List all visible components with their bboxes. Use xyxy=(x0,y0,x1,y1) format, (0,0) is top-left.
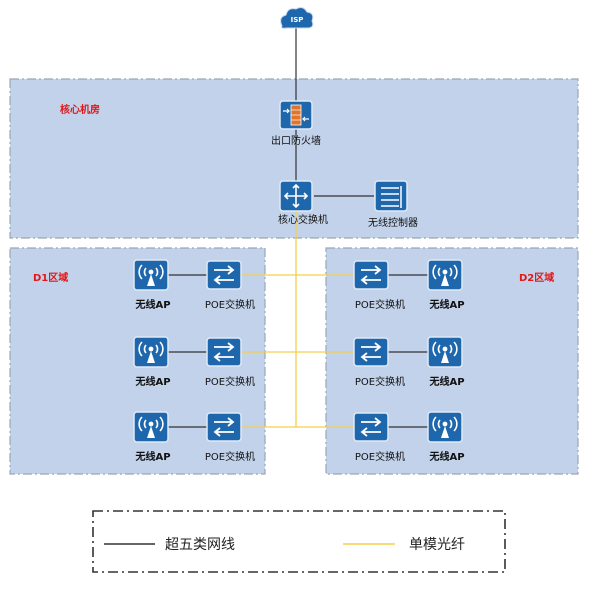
d2-wireless-ap: 无线AP xyxy=(427,336,465,388)
legend: 超五类网线 单模光纤 xyxy=(92,510,506,573)
wireless-ap-icon xyxy=(427,336,463,368)
poe-switch-icon xyxy=(206,337,242,367)
poe-switch-label: POE交换机 xyxy=(355,450,405,463)
firewall-device: 出口防火墙 xyxy=(271,100,321,147)
ap-switch-links xyxy=(168,274,428,428)
d1-wireless-ap: 无线AP xyxy=(133,411,171,463)
wireless-ap-icon xyxy=(133,336,169,368)
wireless-ap-label: 无线AP xyxy=(134,298,170,311)
wireless-controller-icon xyxy=(374,180,408,212)
fiber-branches xyxy=(241,274,355,428)
d2-zone-label: D2区域 xyxy=(519,271,554,284)
isp-cloud: ISP xyxy=(280,7,314,29)
poe-switch-label: POE交换机 xyxy=(205,450,255,463)
poe-switch-icon xyxy=(206,412,242,442)
d2-poe-switch: POE交换机 xyxy=(353,337,405,388)
wireless-ap-label: 无线AP xyxy=(134,450,170,463)
wireless-ap-icon xyxy=(427,411,463,443)
d1-poe-switch: POE交换机 xyxy=(205,337,255,388)
wireless-ap-icon xyxy=(427,259,463,291)
core-zone-label: 核心机房 xyxy=(60,103,100,116)
legend-copper-label: 超五类网线 xyxy=(165,537,235,553)
d1-wireless-ap: 无线AP xyxy=(133,259,171,311)
firewall-label: 出口防火墙 xyxy=(271,134,321,147)
firewall-icon xyxy=(279,100,313,130)
legend-fiber-label: 单模光纤 xyxy=(409,537,465,553)
d1-zone-label: D1区域 xyxy=(33,271,68,284)
poe-switch-label: POE交换机 xyxy=(355,298,405,311)
wireless-ap-label: 无线AP xyxy=(428,298,464,311)
cloud-icon xyxy=(280,7,314,29)
d1-poe-switch: POE交换机 xyxy=(205,412,255,463)
wireless-ap-label: 无线AP xyxy=(428,375,464,388)
poe-switch-icon xyxy=(206,260,242,290)
core-switch-device: 核心交换机 xyxy=(278,180,328,226)
wireless-ap-label: 无线AP xyxy=(134,375,170,388)
poe-switch-label: POE交换机 xyxy=(355,375,405,388)
poe-switch-icon xyxy=(353,337,389,367)
poe-switch-icon xyxy=(353,412,389,442)
d2-wireless-ap: 无线AP xyxy=(427,411,465,463)
wireless-ap-label: 无线AP xyxy=(428,450,464,463)
core-switch-icon xyxy=(279,180,313,212)
poe-switch-label: POE交换机 xyxy=(205,298,255,311)
d1-wireless-ap: 无线AP xyxy=(133,336,171,388)
wireless-ap-icon xyxy=(133,411,169,443)
poe-switch-label: POE交换机 xyxy=(205,375,255,388)
legend-box xyxy=(92,510,506,573)
d2-poe-switch: POE交换机 xyxy=(353,260,405,311)
d1-poe-switch: POE交换机 xyxy=(205,260,255,311)
wireless-controller-label: 无线控制器 xyxy=(368,216,418,229)
d2-wireless-ap: 无线AP xyxy=(427,259,465,311)
core-switch-label: 核心交换机 xyxy=(278,213,328,226)
isp-label: ISP xyxy=(291,16,304,24)
poe-switch-icon xyxy=(353,260,389,290)
d2-poe-switch: POE交换机 xyxy=(353,412,405,463)
wireless-ap-icon xyxy=(133,259,169,291)
wireless-controller-device: 无线控制器 xyxy=(368,180,418,229)
